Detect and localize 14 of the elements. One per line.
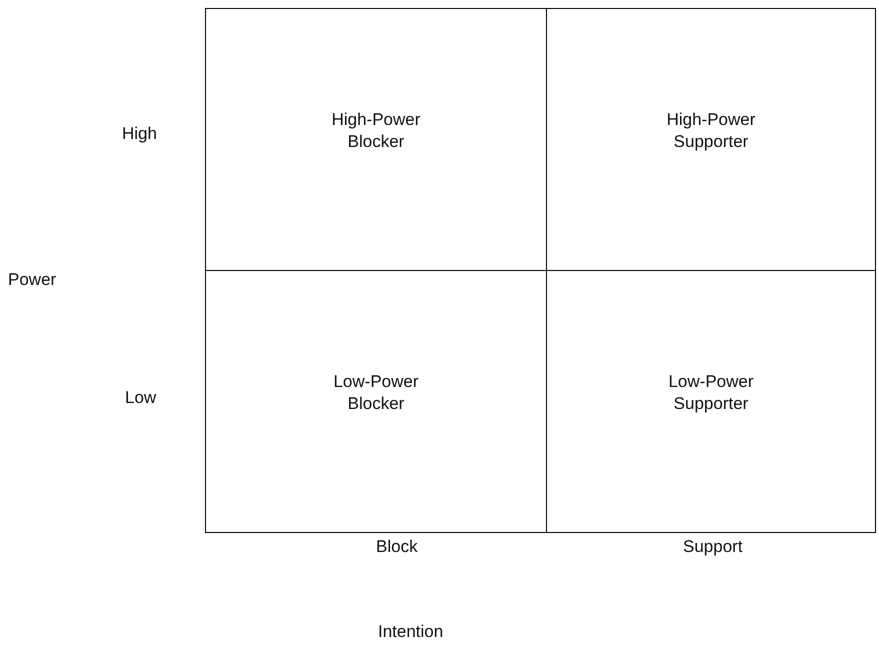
- axis-label: High: [122, 124, 157, 144]
- matrix-cell: [546, 270, 876, 533]
- cell-label: High-Power Blocker: [330, 109, 422, 153]
- cell-label: Low-Power Blocker: [332, 371, 420, 415]
- axis-label: Intention: [378, 622, 444, 642]
- axis-label: Support: [683, 537, 743, 557]
- matrix-cell: [546, 8, 876, 271]
- axis-label: Power: [8, 270, 56, 290]
- cell-label: Low-Power Supporter: [667, 371, 755, 415]
- matrix-cell: [205, 8, 547, 271]
- matrix-cell: [205, 270, 547, 533]
- axis-label: Block: [376, 537, 418, 557]
- axis-label: Low: [125, 388, 156, 408]
- cell-label: High-Power Supporter: [666, 109, 756, 153]
